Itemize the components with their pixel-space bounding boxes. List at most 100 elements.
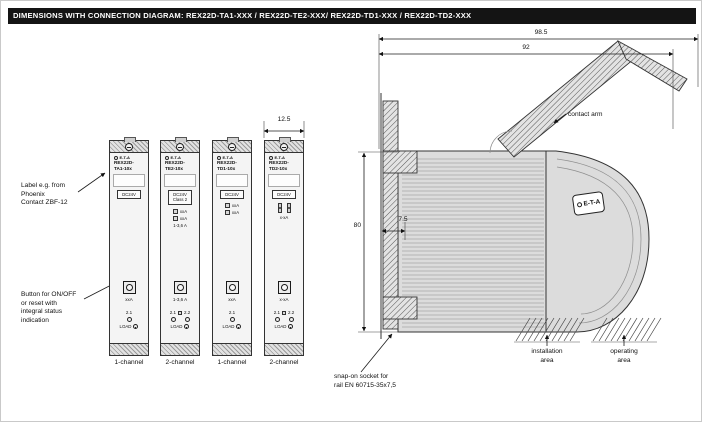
installation-area-label: installation area — [531, 348, 563, 364]
terminal-2: 2.2 — [184, 310, 191, 315]
channel-label-1: 1-channel — [114, 359, 144, 366]
brand-label: E-T-A — [170, 155, 181, 160]
model-line-2: TD1-10x — [217, 165, 236, 171]
terminal-block-bottom — [160, 343, 200, 356]
terminal-1: 2.1 — [273, 310, 280, 315]
dimension-lines — [263, 34, 699, 333]
onoff-button — [122, 281, 136, 294]
eta-logo-icon — [165, 155, 169, 160]
module-mid: x-xA — [267, 201, 301, 220]
load-label: LOAD — [274, 324, 287, 329]
voltage-label: DC24V — [173, 192, 187, 198]
button-circle-icon — [228, 284, 236, 291]
indicator-row: xxA — [224, 203, 240, 209]
contact-arm-label: contact arm — [568, 111, 603, 118]
indicator-label: xxA — [179, 208, 188, 214]
screw-icon — [229, 317, 235, 322]
voltage-box: DC24V — [272, 190, 296, 200]
module-body: E-T-A REX22D- TA1-10x DC24V xxA 2.1 LOAD — [109, 153, 149, 343]
indicator-led-icon — [172, 208, 178, 214]
load-row: LOAD — [275, 324, 294, 329]
contact-arm-arrow — [553, 113, 567, 124]
terminal-1: 2.1 — [125, 310, 133, 315]
module-mid: xxA xxA — [215, 201, 249, 216]
side-view — [380, 39, 688, 343]
model-line-1: REX22D- — [114, 160, 134, 165]
terminal-screw-icon — [125, 142, 133, 151]
switch-icon — [286, 203, 291, 214]
load-label: LOAD — [222, 324, 235, 329]
terminal-divider-icon — [282, 310, 286, 315]
terminal-block-top — [212, 137, 252, 153]
module-front-td1: E-T-A REX22D- TD1-10x DC24V xxA xxA — [212, 137, 252, 356]
label-window — [113, 174, 145, 188]
voltage-label: DC24V — [225, 192, 239, 198]
page-title: DIMENSIONS WITH CONNECTION DIAGRAM: REX2… — [8, 8, 696, 24]
label-note-arrow — [77, 172, 106, 193]
voltage-label: DC24V — [277, 192, 291, 198]
terminal-screw-icon — [176, 142, 184, 151]
screw-icon — [288, 317, 294, 322]
front-curve-1 — [556, 158, 642, 324]
rating-label: xxA — [228, 297, 236, 302]
cooling-fins — [402, 158, 544, 328]
switch-icon — [277, 203, 282, 214]
rating-label: x-xA — [279, 297, 289, 302]
range-label: 1-3,6 A — [173, 222, 187, 228]
terminal-1: 2.1 — [228, 310, 236, 315]
model-label: REX22D- TD2-10x — [267, 160, 289, 171]
dim-80: 80 — [353, 222, 361, 229]
indicator-led-icon — [224, 210, 230, 216]
eta-logo-icon — [576, 201, 583, 208]
terminal-block-top — [160, 137, 200, 153]
load-screws — [229, 317, 235, 322]
model-line-2: TD2-10x — [269, 165, 288, 171]
rail-flange-top — [382, 150, 418, 174]
voltage-box: DC24V Class 2 — [168, 190, 192, 205]
load-row: LOAD — [223, 324, 242, 329]
eta-logo-icon — [114, 155, 118, 160]
front-curve-2 — [556, 166, 634, 315]
eta-logo-icon — [217, 155, 221, 160]
dim-92: 92 — [522, 44, 530, 51]
model-label: REX22D- TE2-10x — [163, 160, 185, 171]
indicator-row: xxA — [172, 208, 188, 214]
terminal-numbers: 2.1 — [126, 310, 132, 315]
rail-flange-bottom — [382, 296, 418, 320]
module-front-te2: E-T-A REX22D- TE2-10x DC24V Class 2 xxA … — [160, 137, 200, 356]
brand-label: E-T-A — [119, 155, 130, 160]
terminal-block-bottom — [264, 343, 304, 356]
channel-label-2: 2-channel — [165, 359, 195, 366]
dim-7-5: 7.5 — [398, 216, 408, 223]
voltage-box: DC24V — [117, 190, 141, 200]
button-note: Button for ON/OFF or reset with integral… — [21, 291, 77, 325]
rating-label: xxA — [125, 297, 133, 302]
rating-label: 1-3,6 A — [172, 297, 188, 302]
indicator-led-icon — [172, 215, 178, 221]
terminal-block-top — [109, 137, 149, 153]
module-body: E-T-A REX22D- TD2-10x DC24V x-xA x-xA 2.… — [264, 153, 304, 343]
indicator-label: xxA — [231, 203, 240, 209]
indicator-row: xxA — [172, 215, 187, 221]
brand-row: E-T-A — [112, 155, 130, 160]
model-line-1: REX22D- — [269, 160, 289, 165]
onoff-button — [277, 281, 291, 294]
load-row: LOAD — [171, 324, 190, 329]
module-side-body — [397, 150, 650, 333]
load-label: LOAD — [119, 324, 132, 329]
indicator-row: xxA — [224, 210, 240, 216]
terminal-divider-icon — [178, 310, 182, 315]
indicator-label: xxA — [231, 210, 240, 216]
onoff-button — [225, 281, 239, 294]
dim-98-5: 98.5 — [534, 29, 548, 36]
label-window — [164, 174, 196, 188]
load-screws — [170, 317, 190, 322]
minus-terminal-icon — [184, 324, 190, 329]
label-window — [216, 174, 248, 188]
brand-label: E-T-A — [222, 155, 233, 160]
load-screws — [126, 317, 132, 322]
snap-on-arrow — [360, 333, 393, 373]
screw-icon — [126, 317, 132, 322]
terminal-block-bottom — [212, 343, 252, 356]
model-label: REX22D- TA1-10x — [112, 160, 134, 171]
